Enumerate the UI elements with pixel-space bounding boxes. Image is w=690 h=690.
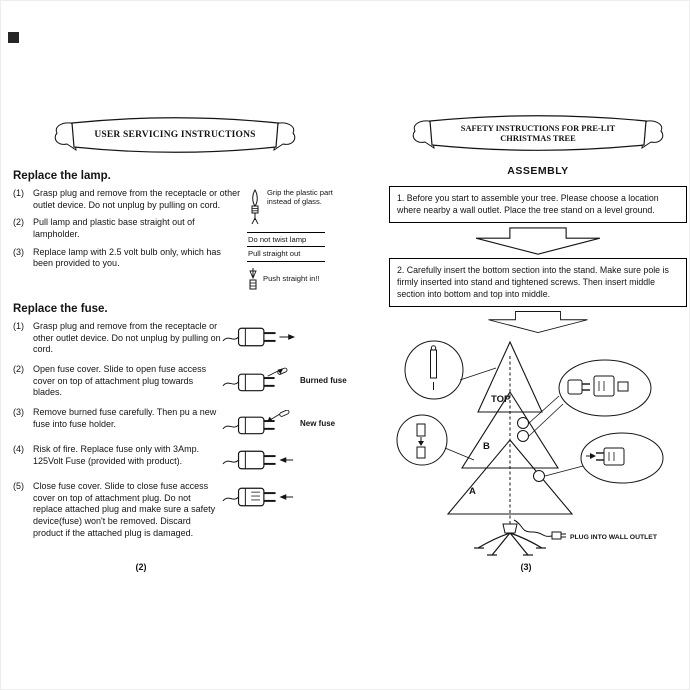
- left-page-number: (2): [135, 562, 147, 572]
- tree-bottom-label: A: [469, 486, 476, 497]
- fuse-step: (2) Open fuse cover. Slide to open fuse …: [13, 364, 221, 399]
- assembly-heading: ASSEMBLY: [507, 165, 569, 177]
- lamp-step: (1) Grasp plug and remove from the recep…: [13, 188, 241, 211]
- step-number: (2): [13, 217, 24, 228]
- right-banner-line2: CHRISTMAS TREE: [500, 134, 576, 143]
- down-arrow-icon: [488, 310, 588, 333]
- lamp-step: (3) Replace lamp with 2.5 volt bulb only…: [13, 247, 241, 270]
- plug-icon: [222, 450, 294, 470]
- right-page-number: (3): [520, 562, 532, 572]
- step-number: (5): [13, 481, 24, 492]
- fuse-step-row: (5) Close fuse cover. Slide to close fus…: [13, 481, 351, 539]
- fuse-section-heading: Replace the fuse.: [13, 302, 108, 315]
- grip-note-text: Grip the plastic part instead of glass.: [267, 188, 333, 207]
- step-text: Remove burned fuse carefully. Then pu a …: [33, 407, 217, 429]
- scroll-ribbon-icon: [54, 117, 296, 153]
- tree-middle-label: B: [483, 441, 490, 452]
- right-banner-line1: SAFETY INSTRUCTIONS FOR PRE-LIT: [460, 123, 616, 133]
- assembly-step2-box: 2. Carefully insert the bottom section i…: [389, 257, 687, 307]
- fuse-step-row: (4) Risk of fire. Replace fuse only with…: [13, 444, 351, 473]
- plug-burned-fuse-icon: [222, 367, 288, 392]
- burned-fuse-label: Burned fuse: [300, 375, 347, 385]
- lamp-notes: Grip the plastic part instead of glass. …: [241, 188, 343, 292]
- step-number: (4): [13, 444, 24, 455]
- step-text: Pull lamp and plastic base straight out …: [33, 217, 195, 240]
- step-number: (3): [13, 246, 24, 257]
- pull-out-note: Pull straight out: [247, 247, 325, 262]
- scan-artifact: [8, 32, 19, 43]
- step-text: Replace lamp with 2.5 volt bulb only, wh…: [33, 246, 221, 269]
- fuse-step-row: (3) Remove burned fuse carefully. Then p…: [13, 407, 351, 436]
- scroll-ribbon-icon: [412, 115, 664, 151]
- step-number: (3): [13, 407, 24, 418]
- fuse-step-row: (1) Grasp plug and remove from the recep…: [13, 321, 351, 356]
- assembly-step1-box: 1. Before you start to assemble your tre…: [389, 186, 687, 223]
- tree-top-label: TOP: [491, 394, 511, 405]
- grip-note: Grip the plastic part instead of glass.: [247, 188, 343, 226]
- lamp-notes-box: Do not twist lamp Pull straight out: [247, 232, 325, 262]
- lamp-step: (2) Pull lamp and plastic base straight …: [13, 217, 241, 240]
- fuse-step: (4) Risk of fire. Replace fuse only with…: [13, 444, 221, 467]
- no-twist-note: Do not twist lamp: [247, 233, 325, 248]
- plug-closed-icon: [222, 487, 294, 507]
- plug-new-fuse-icon: [222, 410, 290, 435]
- step-number: (2): [13, 364, 24, 375]
- right-page: SAFETY INSTRUCTIONS FOR PRE-LIT CHRISTMA…: [389, 111, 687, 564]
- step-text: Grasp plug and remove from the receptacl…: [33, 188, 241, 210]
- step-text: Risk of fire. Replace fuse only with 3Am…: [33, 444, 200, 466]
- bulb-down-icon: [249, 267, 257, 290]
- fuse-step-icon: [221, 444, 351, 473]
- left-page: USER SERVICING INSTRUCTIONS Replace the …: [13, 113, 351, 548]
- plug-into-wall-outlet-label: PLUG INTO WALL OUTLET: [570, 534, 658, 541]
- left-banner-title: USER SERVICING INSTRUCTIONS: [94, 130, 256, 141]
- step-text: Open fuse cover. Slide to open fuse acce…: [33, 364, 207, 398]
- lamp-section-heading: Replace the lamp.: [13, 170, 111, 182]
- step-number: (1): [13, 320, 24, 331]
- new-fuse-label: New fuse: [300, 418, 336, 428]
- step-text: Grasp plug and remove from the receptacl…: [33, 320, 221, 355]
- lamp-section: (1) Grasp plug and remove from the recep…: [13, 188, 351, 292]
- step-text: Close fuse cover. Slide to close fuse ac…: [33, 481, 216, 538]
- fuse-step: (3) Remove burned fuse carefully. Then p…: [13, 407, 221, 430]
- step-number: (1): [13, 188, 24, 198]
- push-in-note: Push straight in!!: [247, 266, 343, 292]
- bulb-icon: [251, 189, 259, 225]
- fuse-step: (1) Grasp plug and remove from the recep…: [13, 321, 221, 356]
- tree-assembly-diagram: TOP B A PLUG INTO WALL OUTLET: [396, 340, 664, 556]
- fuse-step-icon: [221, 321, 351, 350]
- fuse-step-row: (2) Open fuse cover. Slide to open fuse …: [13, 364, 351, 399]
- fuse-step-icon: Burned fuse: [221, 364, 351, 393]
- fuse-step-icon: New fuse: [221, 407, 351, 436]
- down-arrow-icon: [475, 226, 601, 255]
- right-banner-scroll: SAFETY INSTRUCTIONS FOR PRE-LIT CHRISTMA…: [407, 111, 669, 157]
- left-banner-scroll: USER SERVICING INSTRUCTIONS: [49, 113, 301, 159]
- fuse-step: (5) Close fuse cover. Slide to close fus…: [13, 481, 221, 539]
- plug-icon: [222, 327, 296, 347]
- right-banner-title: SAFETY INSTRUCTIONS FOR PRE-LIT CHRISTMA…: [407, 111, 669, 157]
- fuse-step-icon: [221, 481, 351, 510]
- lamp-steps: (1) Grasp plug and remove from the recep…: [13, 188, 241, 292]
- push-in-text: Push straight in!!: [263, 274, 320, 284]
